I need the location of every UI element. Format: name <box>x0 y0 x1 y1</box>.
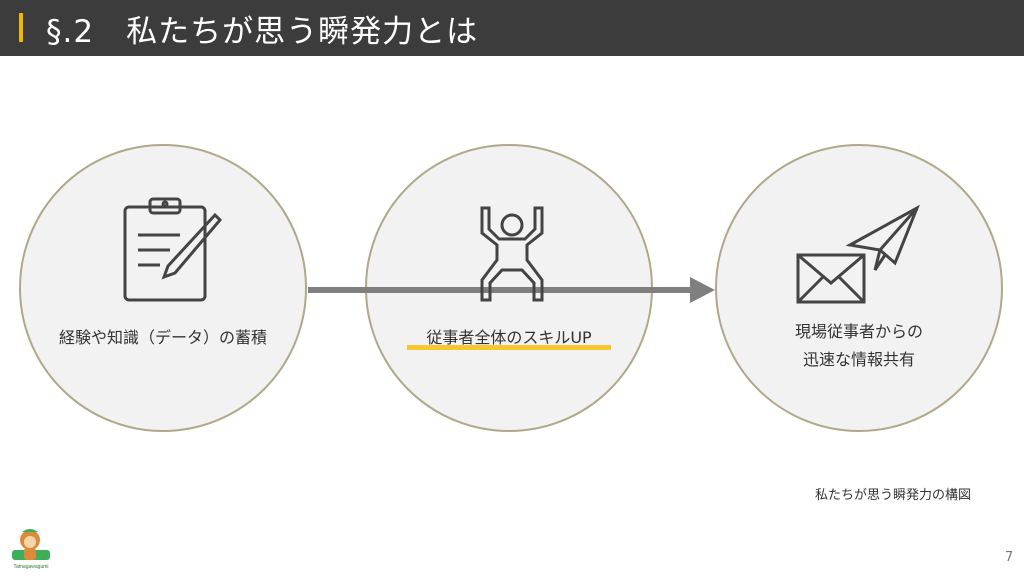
clipboard-pencil-icon <box>123 197 223 302</box>
company-logo: Tamagawagumi <box>12 529 50 570</box>
envelope-paper-plane-icon <box>796 205 920 304</box>
flow-arrow <box>308 287 693 293</box>
circle-label-info-line2: 迅速な情報共有 <box>802 350 915 369</box>
title-accent-bar <box>19 13 23 42</box>
header-bar: §.2 私たちが思う瞬発力とは <box>0 0 1024 56</box>
circle-label-knowledge: 経験や知識（データ）の蓄積 <box>58 328 267 347</box>
page-number: 7 <box>1005 550 1014 565</box>
circle-label-info-line1: 現場従事者からの <box>794 322 923 341</box>
arrow-head <box>690 277 715 303</box>
highlight-underline <box>407 345 611 350</box>
circle-label-skill-up: 従事者全体のスキルUP <box>426 328 592 347</box>
page-title: §.2 私たちが思う瞬発力とは <box>46 14 479 50</box>
figure-caption: 私たちが思う瞬発力の構図 <box>815 488 972 503</box>
circle-info-sharing <box>715 144 1003 432</box>
person-arms-up-icon <box>480 206 544 302</box>
svg-text:Tamagawagumi: Tamagawagumi <box>13 564 48 570</box>
circle-knowledge <box>19 144 307 432</box>
